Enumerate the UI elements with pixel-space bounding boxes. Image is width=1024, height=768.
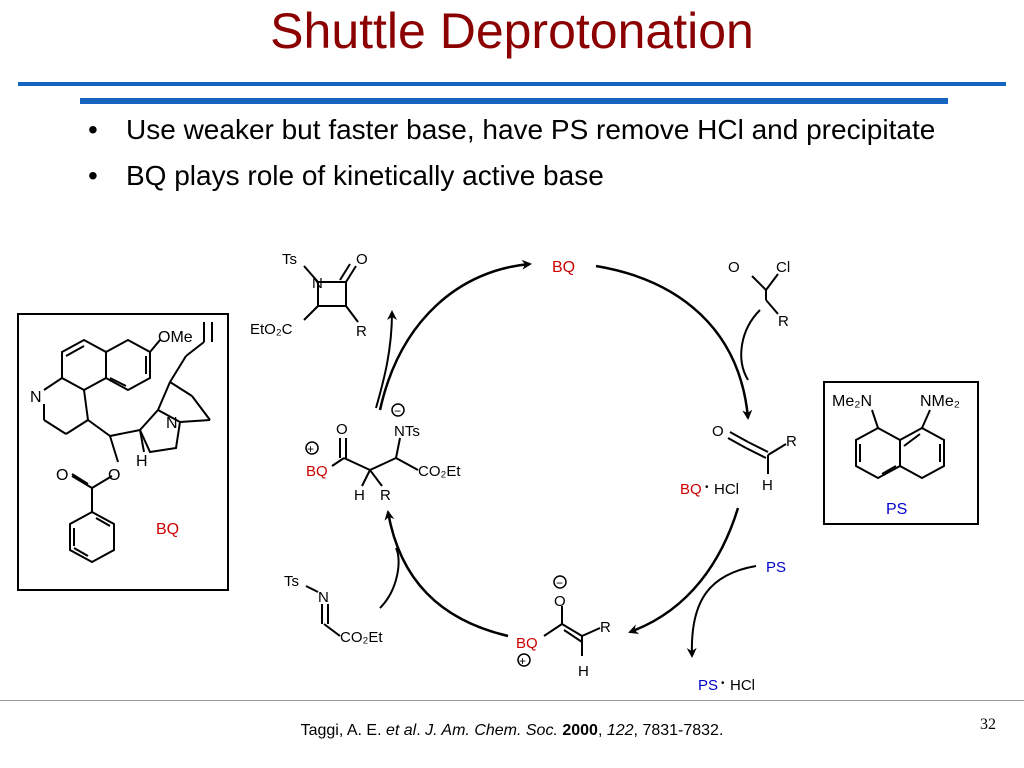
enolate-minus-charge [553, 575, 567, 589]
imino-ester-structure [305, 585, 341, 637]
acylammonium-enolate-structure [543, 606, 601, 656]
ps-hcl-ps-label: PS [698, 677, 718, 694]
ketene-h-label: H [762, 477, 773, 494]
ketene-r-label: R [786, 433, 797, 450]
imine-ester-label: CO₂Et [340, 629, 383, 646]
imine-entry-arrow [379, 547, 400, 609]
adduct-bq-label: BQ [306, 463, 328, 480]
enolate-plus-sign: + [519, 654, 526, 668]
enolate-minus-sign: − [556, 576, 563, 590]
enolate-plus-charge [517, 653, 531, 667]
bullet-list: • Use weaker but faster base, have PS rem… [86, 112, 966, 204]
page-number: 32 [980, 716, 996, 733]
cycle-arrow-bottom-to-left [384, 510, 509, 638]
bq-hcl-dot: • [705, 482, 709, 493]
enolate-bq-label: BQ [516, 635, 538, 652]
cycle-arrow-left-to-top [378, 259, 532, 411]
acid-chloride-r-label: R [778, 313, 789, 330]
bq-catalyst-structure [43, 322, 213, 564]
adduct-plus-sign: + [307, 442, 314, 456]
amide-minus-charge [391, 403, 405, 417]
lactam-r-label: R [356, 323, 367, 340]
citation: Taggi, A. E. et al. J. Am. Chem. Soc. 20… [0, 722, 1024, 740]
imine-n-label: N [318, 589, 329, 606]
bullet-text: BQ plays role of kinetically active base [126, 160, 604, 191]
cycle-arrow-right-to-bottom [628, 507, 740, 634]
mannich-adduct-structure [331, 437, 419, 487]
product-release-arrow [375, 310, 397, 409]
carbonyl-double-bond [71, 473, 89, 485]
amide-minus-sign: − [394, 404, 401, 418]
ps-box-label: PS [886, 501, 907, 518]
proton-sponge-structure [855, 409, 945, 480]
lactam-ts-label: Ts [282, 251, 297, 268]
bullet-dot: • [88, 114, 98, 145]
citation-journal: J. Am. Chem. Soc. [425, 722, 558, 739]
nme2-label: NMe₂ [920, 393, 960, 410]
acid-chloride-structure [751, 273, 779, 315]
lactam-o-label: O [356, 251, 368, 268]
adduct-plus-charge [305, 441, 319, 455]
citation-authors: Taggi, A. E. [300, 722, 386, 739]
bullet-dot: • [88, 160, 98, 191]
enolate-o-label: O [554, 593, 566, 610]
ketene-o-label: O [712, 423, 724, 440]
bq-hcl-hcl-label: HCl [714, 481, 739, 498]
ps-reagent-label: PS [766, 559, 786, 576]
me2n-label: Me₂N [832, 393, 872, 410]
bullet-item: • BQ plays role of kinetically active bas… [86, 158, 966, 194]
bullet-item: • Use weaker but faster base, have PS rem… [86, 112, 966, 148]
ps-hcl-hcl-label: HCl [730, 677, 755, 694]
enolate-r-label: R [600, 619, 611, 636]
citation-etal: et al [385, 722, 417, 739]
ps-hcl-dot: • [721, 678, 725, 689]
lactam-ester-label: EtO₂C [250, 321, 293, 338]
adduct-nts-label: NTs [394, 423, 420, 440]
acid-chloride-entry-arrow [740, 309, 761, 381]
enolate-h-label: H [578, 663, 589, 680]
reaction-scheme: OMe N N H O O BQ Me₂N NMe₂ PS Ts N O EtO… [17, 251, 979, 694]
bq-hcl-bq-label: BQ [680, 481, 702, 498]
ps-hcl-exit-arrow [686, 565, 757, 658]
beta-lactam-structure [303, 263, 359, 323]
adduct-ester-label: CO₂Et [418, 463, 461, 480]
citation-volume: 122 [606, 722, 634, 739]
quinoline-n-label: N [30, 389, 42, 406]
bq-h-label: H [136, 453, 148, 470]
title-rule-top [18, 82, 1006, 86]
footer-divider [0, 700, 1024, 701]
adduct-h-label: H [354, 487, 365, 504]
imine-ts-label: Ts [284, 573, 299, 590]
quinuclidine-n-label: N [166, 415, 178, 432]
acid-chloride-o-label: O [728, 259, 740, 276]
bq-structure-box [17, 313, 229, 591]
title-rule-bottom [80, 98, 948, 104]
adduct-o-label: O [336, 421, 348, 438]
slide-title: Shuttle Deprotonation [270, 3, 754, 59]
adduct-r-label: R [380, 487, 391, 504]
top-bq-label: BQ [552, 259, 575, 276]
citation-year: 2000 [562, 722, 598, 739]
cycle-arrow-top-to-right [595, 264, 753, 420]
bullet-text: Use weaker but faster base, have PS remo… [126, 114, 936, 145]
ome-label: OMe [158, 329, 193, 346]
ester-o-label: O [108, 467, 120, 484]
ketene-structure [727, 431, 787, 474]
carbonyl-o-label: O [56, 467, 68, 484]
citation-pages: , 7831-7832. [633, 722, 724, 739]
bq-box-label: BQ [156, 521, 179, 538]
citation-sep: . [416, 722, 426, 739]
acid-chloride-cl-label: Cl [776, 259, 790, 276]
citation-comma: , [597, 722, 607, 739]
lactam-n-label: N [312, 275, 323, 292]
ps-structure-box [823, 381, 979, 525]
